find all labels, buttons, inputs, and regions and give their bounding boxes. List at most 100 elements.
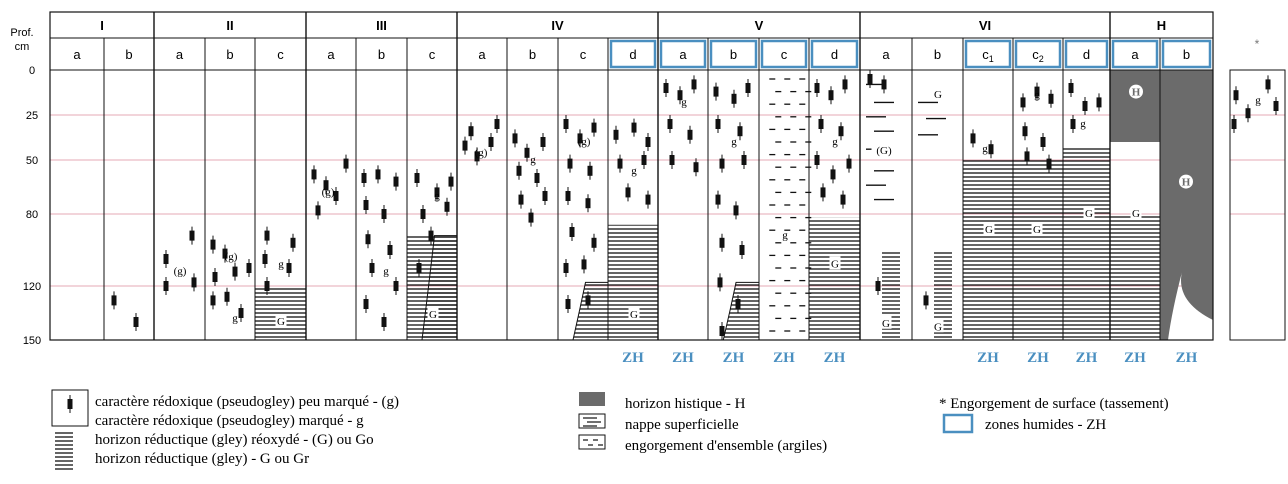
redoxic-mark <box>1040 137 1046 147</box>
redoxic-mark <box>613 129 619 140</box>
redoxic-mark <box>262 254 268 264</box>
redoxic-mark <box>414 173 420 183</box>
redoxic-mark <box>567 158 573 169</box>
zh-label: ZH <box>977 350 999 366</box>
subcolumn-label: a <box>176 47 184 62</box>
redoxic-mark <box>581 259 587 270</box>
redoxic-mark <box>713 86 719 97</box>
profile-label: g <box>1034 89 1040 101</box>
redoxic-mark <box>970 133 976 144</box>
subcolumn-label: c1 <box>982 47 994 64</box>
zh-label: ZH <box>1124 350 1146 366</box>
redoxic-mark <box>542 191 548 201</box>
redoxic-mark <box>719 158 725 169</box>
redoxic-mark <box>625 187 631 198</box>
legend-symbol-box <box>51 389 89 427</box>
profile-label: g <box>530 154 536 166</box>
redoxic-mark <box>881 79 887 90</box>
histic-label: H <box>1182 177 1191 189</box>
axis-tick-label: 120 <box>23 281 41 293</box>
redoxic-mark <box>846 158 852 169</box>
legend-text: horizon réductique (gley) réoxydé - (G) … <box>95 432 374 448</box>
zh-label: ZH <box>824 350 846 366</box>
subcolumn-label: a <box>679 47 687 62</box>
reductic-horizon <box>963 160 1013 340</box>
legend-clay-symbol <box>578 434 606 450</box>
redoxic-mark <box>677 90 683 101</box>
reductic-horizon <box>809 217 860 340</box>
redoxic-mark <box>1231 119 1237 129</box>
redoxic-mark <box>691 79 697 90</box>
subcolumn-label: a <box>1131 47 1139 62</box>
axis-tick-label: 150 <box>23 335 41 347</box>
subcolumn-label: b <box>1183 47 1190 62</box>
redoxic-mark <box>189 230 195 241</box>
histic-label-circle <box>1129 84 1143 99</box>
zh-column-frame <box>659 39 707 69</box>
profile-label: g <box>232 312 238 324</box>
redoxic-mark <box>717 277 723 288</box>
redoxic-mark <box>1233 90 1239 101</box>
subcolumn-index: 2 <box>1039 54 1044 64</box>
redoxic-mark <box>286 263 292 273</box>
class-header-label: H <box>1157 18 1166 33</box>
profile-label: g <box>982 143 988 155</box>
redoxic-mark <box>381 209 387 219</box>
subcolumn-label: a <box>882 47 890 62</box>
redoxic-mark <box>387 245 393 255</box>
profile-label: g <box>383 266 389 278</box>
profile-label: G <box>934 89 942 101</box>
redoxic-mark <box>1070 119 1076 129</box>
profile-label: g <box>434 190 440 202</box>
subcolumn-label: a <box>73 47 81 62</box>
redoxic-mark <box>669 155 675 165</box>
redoxic-mark <box>238 308 244 318</box>
redoxic-mark <box>693 162 699 173</box>
axis-title: Prof. <box>10 27 33 39</box>
redoxic-mark <box>448 176 454 187</box>
legend-redoxic-symbol <box>67 399 73 409</box>
redoxic-mark <box>222 248 228 259</box>
zh-label: ZH <box>773 350 795 366</box>
redoxic-mark <box>577 133 583 144</box>
histic-horizon <box>1110 70 1160 142</box>
redoxic-mark <box>988 144 994 155</box>
redoxic-mark <box>587 165 593 176</box>
legend-hatch-symbol <box>55 431 73 471</box>
redoxic-mark <box>133 317 139 327</box>
subcolumn-label: b <box>125 47 132 62</box>
profile-label: G <box>429 309 437 321</box>
zh-label: ZH <box>723 350 745 366</box>
axis-unit: cm <box>15 41 30 53</box>
class-header-label: IV <box>551 18 564 33</box>
redoxic-mark <box>474 151 480 162</box>
profile-label: g <box>782 230 788 242</box>
redoxic-mark <box>333 191 339 201</box>
redoxic-mark <box>163 281 169 291</box>
subcolumn-label: b <box>529 47 536 62</box>
profile-label: G <box>1132 208 1140 220</box>
redoxic-mark <box>518 194 524 205</box>
profile-label: G <box>985 224 993 236</box>
redoxic-mark <box>416 263 422 273</box>
redoxic-mark <box>210 239 216 250</box>
redoxic-mark <box>434 187 440 198</box>
zh-column-frame <box>1161 39 1212 69</box>
redoxic-mark <box>1024 151 1030 162</box>
redoxic-mark <box>687 129 693 140</box>
subcolumn-label: a <box>478 47 486 62</box>
legend-text: caractère rédoxique (pseudogley) marqué … <box>95 413 364 429</box>
redoxic-mark <box>923 295 929 306</box>
redoxic-mark <box>830 169 836 180</box>
profile-label: g <box>731 136 737 148</box>
profile-label-bg <box>1130 206 1142 219</box>
redoxic-mark <box>363 299 369 309</box>
redoxic-mark <box>820 187 826 198</box>
redoxic-mark <box>1048 93 1054 104</box>
redoxic-mark <box>828 90 834 101</box>
subcolumn-label: b <box>226 47 233 62</box>
redoxic-mark <box>715 194 721 205</box>
zh-label: ZH <box>1076 350 1098 366</box>
redoxic-mark <box>246 263 252 273</box>
